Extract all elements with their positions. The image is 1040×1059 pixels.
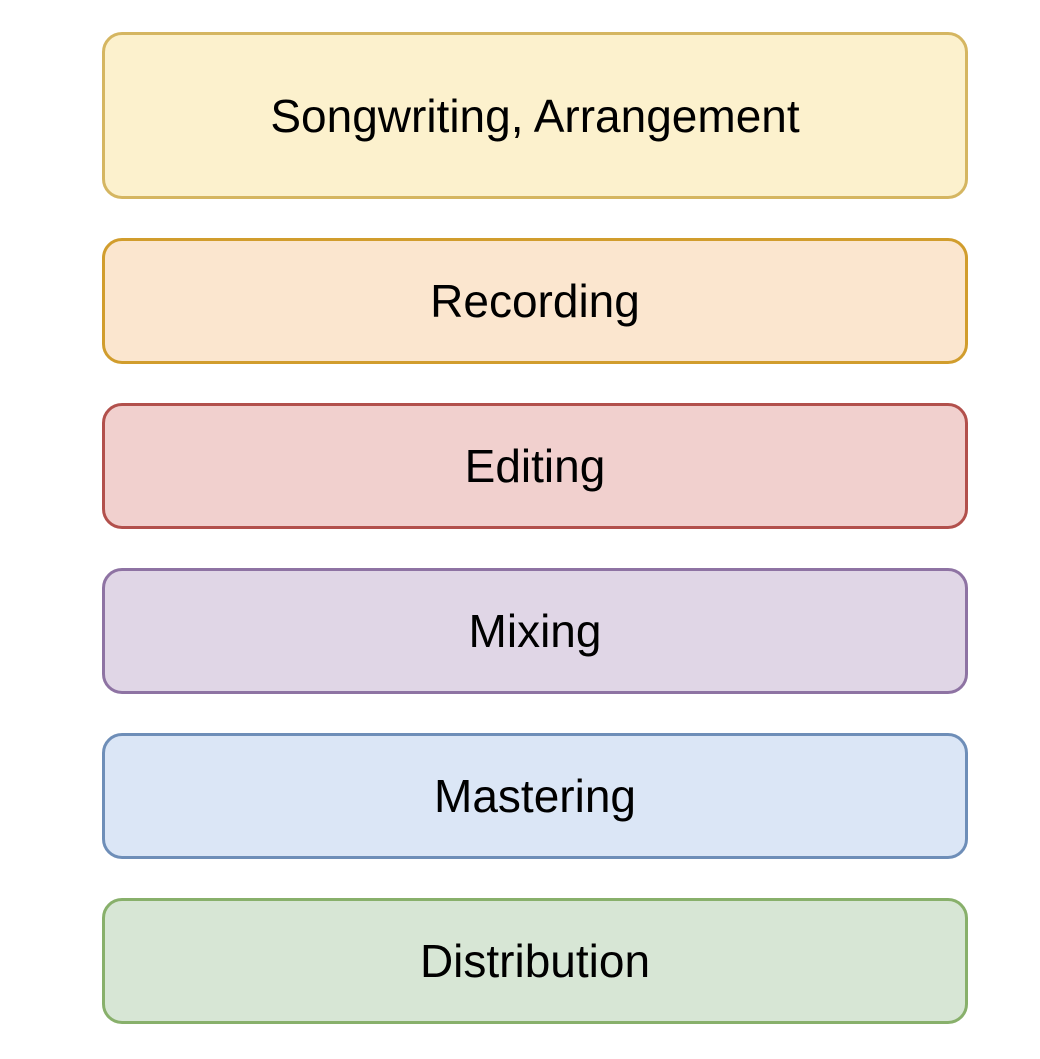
- stage-label: Mastering: [434, 770, 636, 822]
- stage-box-mixing: Mixing: [102, 568, 968, 694]
- stage-box-editing: Editing: [102, 403, 968, 529]
- stage-box-songwriting-arrangement: Songwriting, Arrangement: [102, 32, 968, 199]
- stage-label: Distribution: [419, 935, 651, 987]
- stage-label: Recording: [430, 275, 640, 327]
- stage-box-mastering: Mastering: [102, 733, 968, 859]
- stage-box-recording: Recording: [102, 238, 968, 364]
- stage-label: Mixing: [468, 605, 602, 657]
- stage-box-distribution: Distribution: [102, 898, 968, 1024]
- stage-label: Editing: [464, 440, 606, 492]
- stage-label: Songwriting, Arrangement: [270, 89, 800, 142]
